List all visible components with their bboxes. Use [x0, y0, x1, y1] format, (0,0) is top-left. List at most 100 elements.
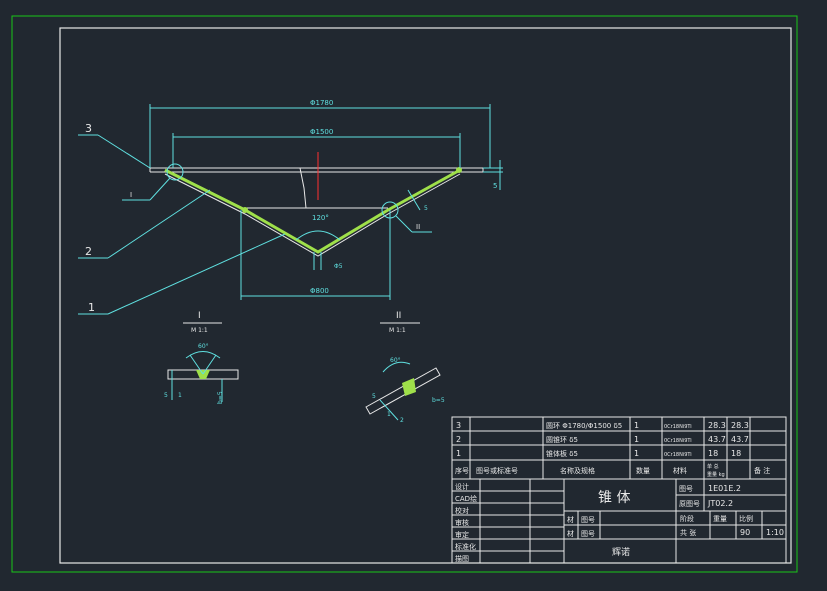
bom-row-qty: 1 [634, 421, 639, 430]
dim-tilt-label: 5 [424, 205, 428, 212]
leader-3 [97, 134, 151, 169]
bom-header-material: 材料 [673, 466, 687, 475]
main-view: 120° Φ1780 Φ1500 Φ800 Φ5 5 5 3 I [78, 99, 503, 315]
bom-row-w2: 18 [731, 449, 741, 458]
tb-label-cad: CAD绘 [455, 494, 477, 503]
scale-label: 比例 [739, 514, 753, 523]
bom-header-note: 备 注 [754, 466, 770, 475]
scale-value: 1:10 [766, 528, 784, 537]
weld-dot-left [242, 207, 248, 213]
bom-row-name: 锥体板 δ5 [546, 449, 578, 458]
detail-i-angle-l [189, 354, 204, 375]
company-name: 辉诺 [612, 547, 630, 558]
tb-label-standard: 标准化 [455, 542, 476, 551]
bom-row-name: 圆环 Φ1780/Φ1500 δ5 [546, 422, 622, 430]
bom-row-w2: 43.7 [731, 435, 749, 444]
dim-small-label: Φ5 [334, 263, 343, 270]
drawing-name: 锥 体 [598, 490, 630, 506]
bom-header-name: 名称及规格 [560, 466, 595, 475]
detail-i-dim-mid: 1 [178, 392, 182, 399]
cone-wall-inner [164, 173, 461, 257]
detail-ii-dim-c: b=5 [432, 397, 445, 404]
detail-i-dim-right: b=5 [217, 391, 224, 404]
dim-thick-label: 5 [493, 182, 497, 190]
bom-header-qty: 数量 [636, 466, 650, 475]
bom-row-w1: 43.7 [708, 435, 726, 444]
bom-header-weight-sub: 重量 kg [707, 471, 725, 478]
drawing-no-value: 1E01E.2 [708, 484, 741, 493]
detail-i: I M 1:1 60° 5 1 b=5 [164, 311, 239, 404]
ref-no-label: 原图号 [679, 500, 700, 508]
weight-value: 90 [740, 528, 750, 537]
bom-row-w2: 28.3 [731, 421, 749, 430]
bom-row-material: 0Cr18Ni9Ti [664, 438, 692, 444]
bom-row-no: 2 [456, 435, 461, 444]
mark-ii: II [416, 223, 420, 231]
dim-bottom-label: Φ800 [310, 287, 329, 295]
bom-row-no: 3 [456, 421, 461, 430]
tb-sub-label-4: 图号 [581, 530, 595, 538]
stage-label: 阶段 [680, 514, 694, 523]
title-block-text: 设计 CAD绘 校对 审核 审定 标准化 描图 锥 体 材 图号 材 图号 辉诺… [455, 482, 784, 563]
tb-sub-label-2: 图号 [581, 516, 595, 524]
dim-outer-label: Φ1780 [310, 99, 333, 107]
break-line [299, 167, 307, 209]
dim-tilt-line [407, 189, 421, 211]
bom-row-material: 0Cr18Ni9Ti [664, 424, 692, 430]
detail-ii-title: II [396, 311, 401, 321]
bom-row-w1: 18 [708, 449, 718, 458]
detail-ii-plate [365, 367, 441, 415]
leader-i [149, 177, 171, 201]
tb-label-check: 校对 [455, 506, 469, 515]
detail-ii-dim-line [379, 399, 399, 421]
leader-1 [107, 233, 286, 315]
detail-i-weld [196, 370, 210, 379]
bom-row-name: 圆锥环 δ5 [546, 435, 578, 444]
bom-header-weight-top: 单 总 [707, 463, 719, 470]
detail-i-angle: 60° [198, 343, 209, 350]
detail-i-title: I [198, 311, 201, 321]
titleblock-frame [451, 478, 787, 564]
drawing-no-label: 图号 [679, 485, 693, 493]
callout-3: 3 [85, 122, 92, 135]
tb-label-approve: 审定 [455, 530, 469, 539]
tb-label-design: 设计 [455, 482, 469, 491]
detail-i-angle-r [202, 354, 217, 375]
tb-sub-label-1: 材 [567, 515, 574, 524]
dim-inner-label: Φ1500 [310, 128, 333, 136]
detail-ii-scale: M 1:1 [389, 327, 406, 334]
cone-wall [164, 168, 461, 254]
sheet-outer-border [11, 15, 798, 573]
bom-header-no: 序号 [455, 466, 469, 475]
callout-1: 1 [88, 301, 95, 314]
leader-2 [107, 189, 211, 259]
weight-label: 重量 [713, 515, 727, 523]
detail-ii-dim-d: 5 [372, 393, 376, 400]
detail-ii: II M 1:1 60° 1 2 b=5 5 [365, 311, 445, 424]
ref-no-value: JT02.2 [707, 499, 733, 508]
detail-i-dim-left: 5 [164, 392, 168, 399]
bom-rows: 3 圆环 Φ1780/Φ1500 δ5 1 0Cr18Ni9Ti 28.3 28… [455, 421, 770, 478]
callout-2: 2 [85, 245, 92, 258]
bom-row-material: 0Cr18Ni9Ti [664, 452, 692, 458]
sheet-inner-border [59, 27, 792, 564]
detail-i-arc [185, 351, 221, 359]
detail-ii-weld [402, 378, 416, 396]
leader-ii [395, 215, 413, 233]
detail-ii-angle: 60° [390, 357, 401, 364]
detail-ii-arc [382, 361, 411, 373]
angle-arc [295, 230, 341, 241]
detail-circle-i [166, 163, 184, 181]
angle-label: 120° [312, 214, 329, 222]
tb-sub-label-3: 材 [567, 529, 574, 538]
detail-ii-dim-b: 2 [400, 417, 404, 424]
detail-i-scale: M 1:1 [191, 327, 208, 334]
bom-row-qty: 1 [634, 449, 639, 458]
title-block [451, 478, 787, 564]
bom-row-qty: 1 [634, 435, 639, 444]
total-label: 共 张 [680, 528, 696, 537]
tb-label-review: 审核 [455, 518, 469, 527]
bom-header-code: 图号或标准号 [476, 466, 518, 475]
bom-row-w1: 28.3 [708, 421, 726, 430]
